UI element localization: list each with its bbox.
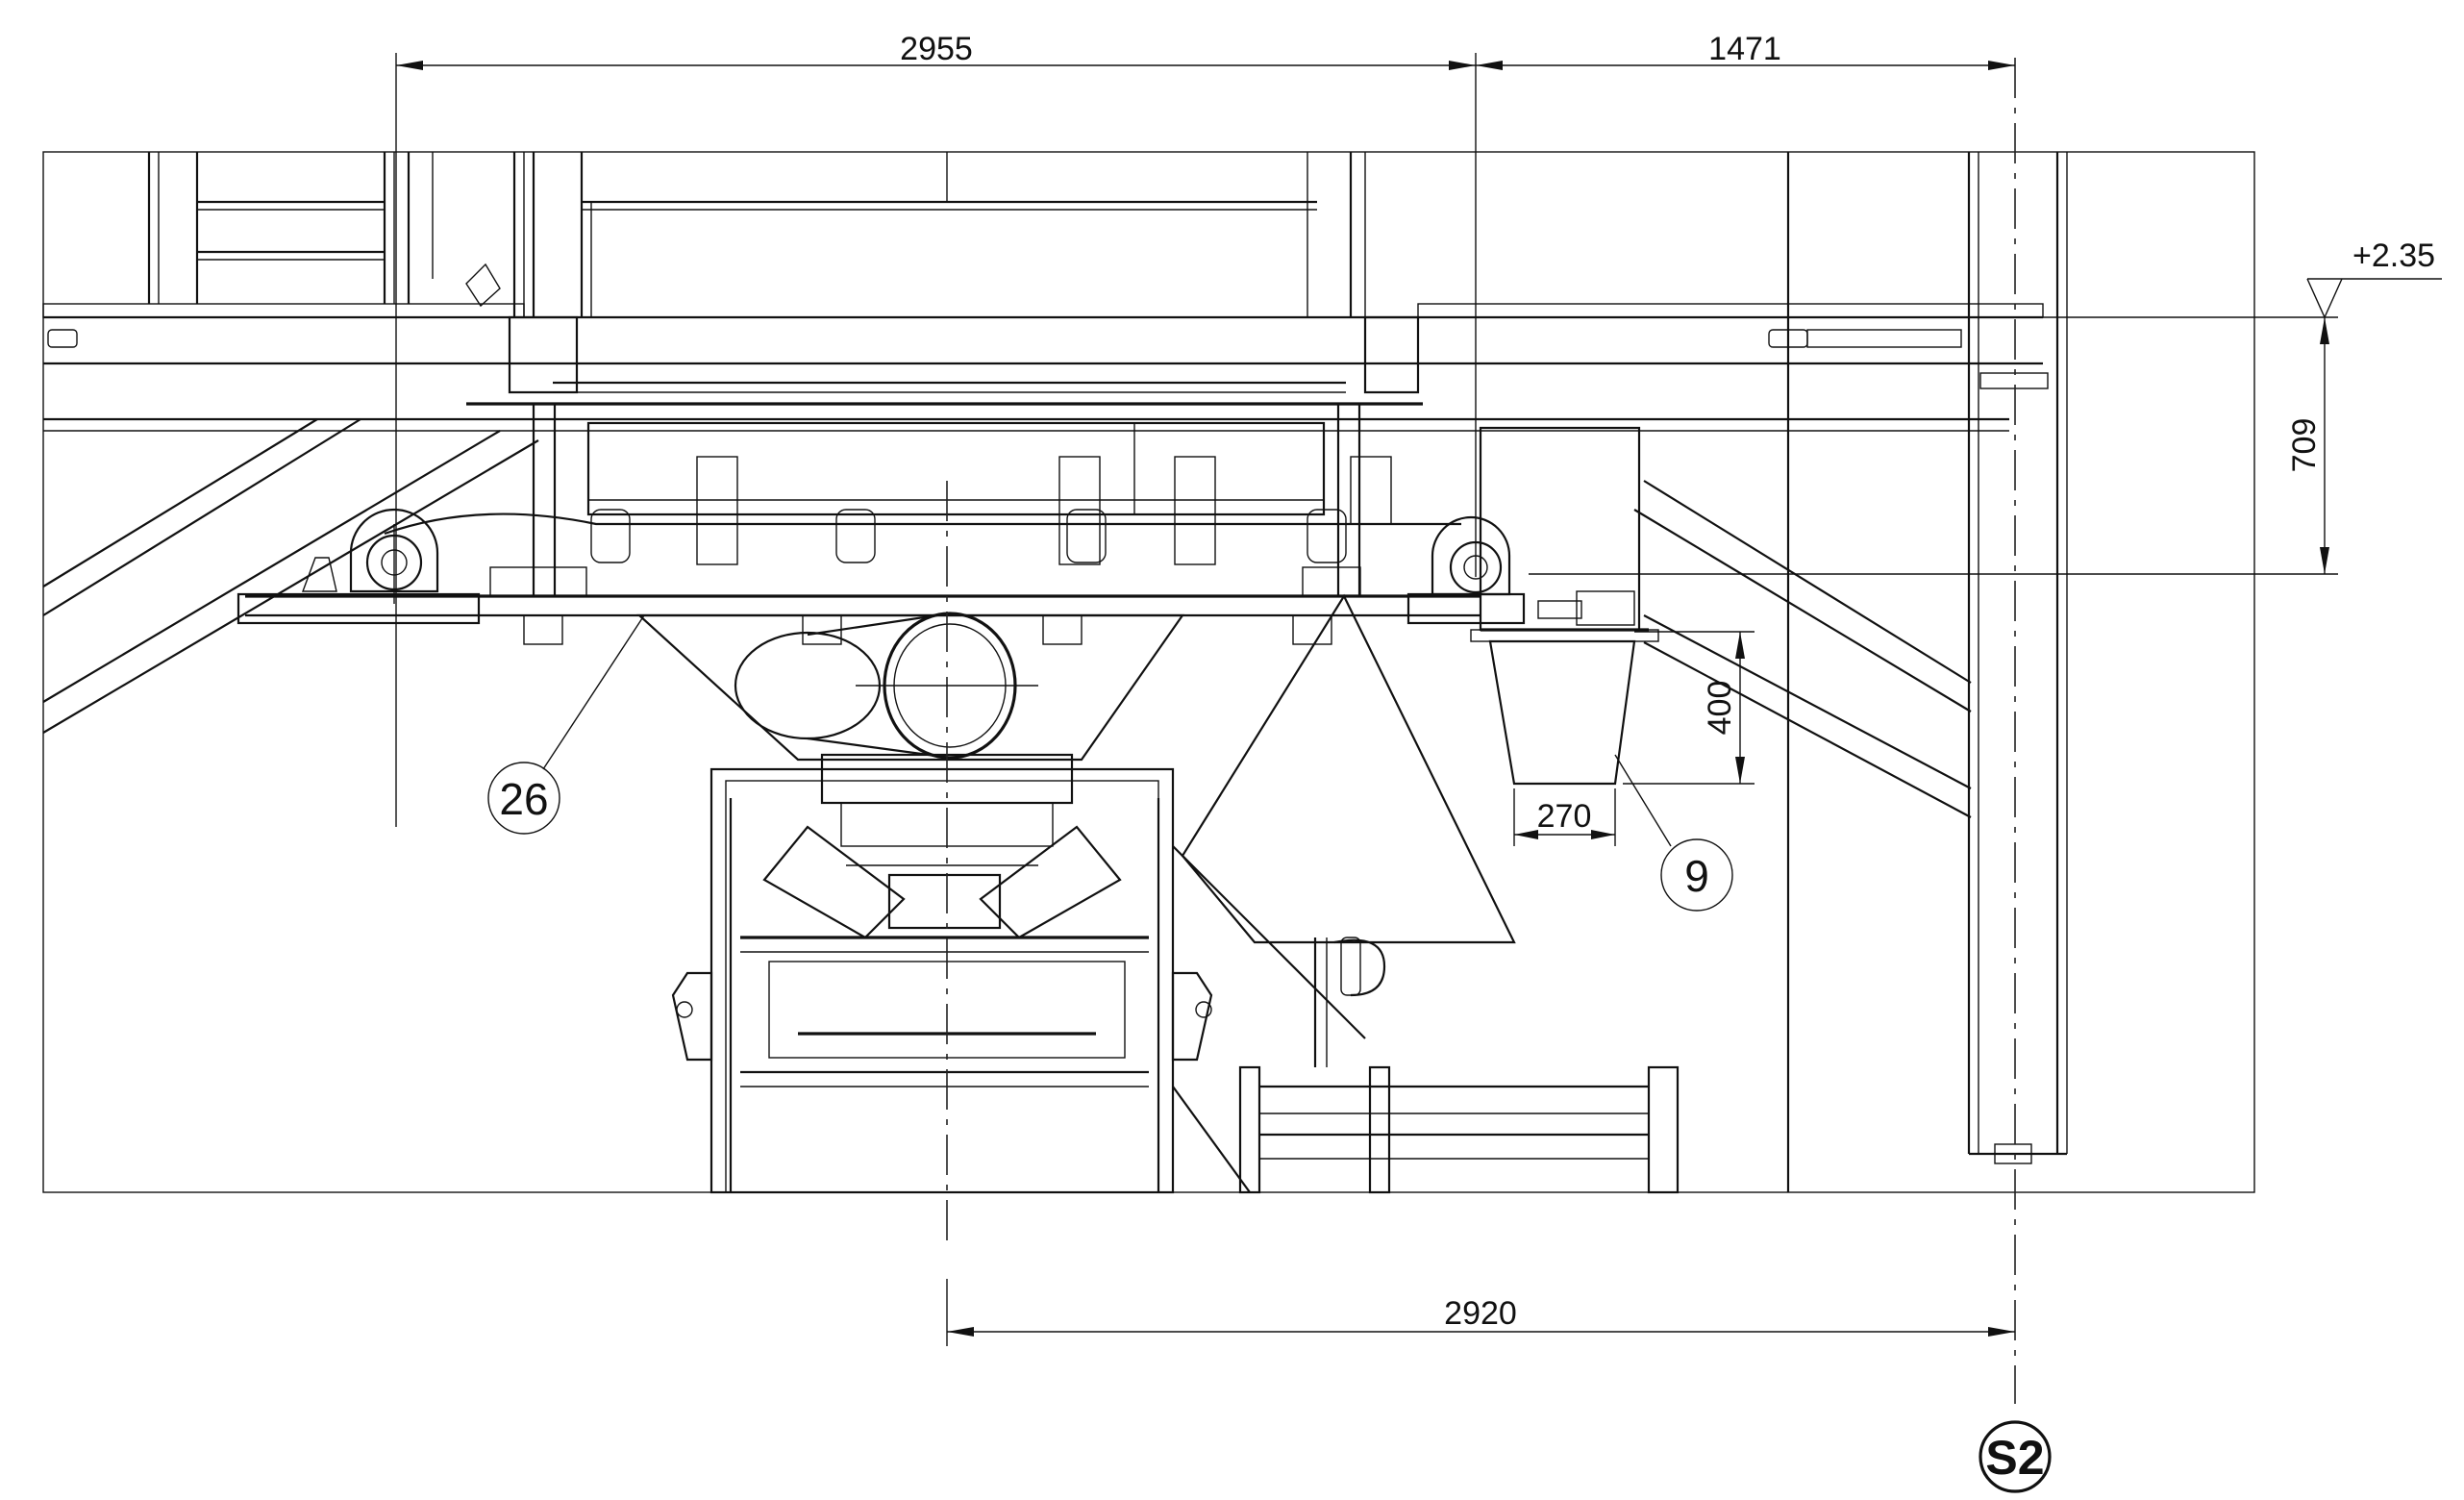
upper-housing — [512, 152, 1366, 393]
dimension-1471: 1471 — [1476, 31, 2015, 70]
dimension-label-709: 709 — [2286, 418, 2323, 473]
callout-9: 9 — [1614, 754, 1733, 912]
callout-26: 26 — [487, 614, 645, 835]
stair-and-pipe — [1172, 845, 1386, 1193]
dimension-270: 270 — [1514, 798, 1615, 839]
callout-label-9: 9 — [1684, 851, 1709, 901]
elevation-mark: +2.35 — [2306, 238, 2442, 319]
dimension-label-400: 400 — [1702, 681, 1738, 736]
dimension-label-1471: 1471 — [1708, 31, 1781, 67]
dimension-2955: 2955 — [396, 31, 1476, 70]
view-frame — [42, 151, 2255, 1193]
diagonal-braces — [42, 418, 1972, 818]
feeder-body — [532, 402, 1392, 598]
extension-lines — [395, 53, 2338, 1346]
dimension-label-270: 270 — [1537, 798, 1592, 835]
dimension-709: 709 — [2286, 317, 2329, 574]
centre-lines — [856, 58, 2016, 1404]
upper-rail-left — [147, 152, 501, 308]
floor-deck — [42, 303, 2044, 432]
discharge-chute — [636, 612, 1185, 847]
deflector-plate — [1181, 593, 1516, 944]
hopper — [1470, 426, 1659, 786]
idler-frame — [671, 767, 1213, 1194]
drive-pulley-right — [1431, 515, 1635, 626]
dimension-label-2920: 2920 — [1444, 1295, 1517, 1332]
section-marker-label: S2 — [1985, 1431, 2044, 1485]
dimension-2920: 2920 — [947, 1295, 2015, 1337]
drive-pulley-left — [301, 508, 439, 604]
right-columns — [1786, 152, 2068, 1192]
section-marker-s2: S2 — [1979, 1420, 2052, 1493]
elevation-label: +2.35 — [2352, 238, 2435, 274]
dimension-label-2955: 2955 — [900, 31, 973, 67]
guardrail — [1238, 1065, 1680, 1194]
dimension-400: 400 — [1702, 632, 1745, 784]
callout-label-26: 26 — [499, 774, 548, 824]
